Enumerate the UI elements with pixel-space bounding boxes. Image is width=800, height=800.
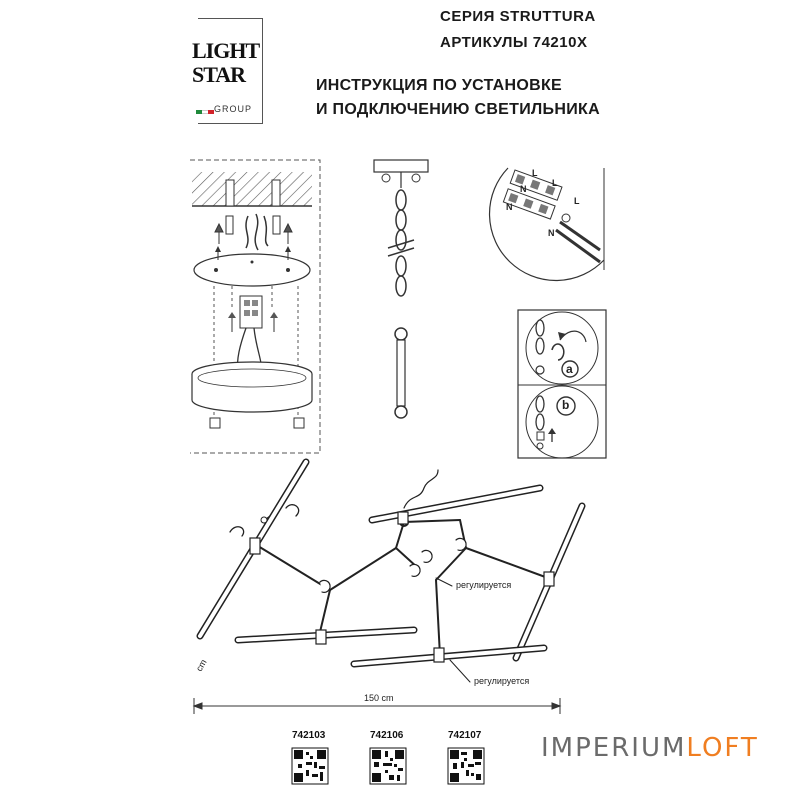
- canopy-plate: [193, 253, 311, 287]
- series-title: СЕРИЯ STRUTTURA: [440, 8, 596, 25]
- suspension-chain: [373, 159, 429, 419]
- instruction-title-line1: ИНСТРУКЦИЯ ПО УСТАНОВКЕ: [316, 77, 563, 94]
- terminal-block: [239, 295, 263, 329]
- italian-flag-icon: [196, 110, 214, 114]
- terminal-label-n2: N: [548, 228, 555, 238]
- terminal-label-n1: N: [506, 202, 513, 212]
- brand-logo: LIGHT STAR GROUP: [192, 18, 268, 126]
- dimension-line: [192, 698, 562, 714]
- screw-icon: [214, 215, 293, 244]
- article-code-1: 742103: [292, 730, 326, 741]
- terminal-label-n3: N: [520, 184, 527, 194]
- logo-text-light: LIGHT: [192, 38, 260, 63]
- chandelier-diagram: [196, 458, 586, 683]
- step-label-b: b: [562, 398, 570, 412]
- watermark-part2: LOFT: [686, 733, 759, 763]
- qr-code-icon: [291, 747, 485, 785]
- article-code-2: 742106: [370, 730, 404, 741]
- width-dimension-label: 150 cm: [364, 693, 394, 703]
- logo-text-star: STAR: [192, 62, 246, 87]
- terminal-label-l2: L: [574, 196, 580, 206]
- detail-panel: [517, 309, 607, 459]
- terminal-label-l1: L: [532, 168, 538, 178]
- terminal-label-l3: L: [552, 178, 558, 188]
- step-label-a: a: [566, 362, 573, 376]
- logo-frame: [198, 18, 263, 124]
- article-code-3: 742107: [448, 730, 482, 741]
- watermark-part1: IMPERIUM: [541, 733, 687, 763]
- logo-text-group: GROUP: [214, 104, 253, 114]
- adjustable-label-2: регулируется: [474, 676, 530, 686]
- mounting-panel: [190, 159, 321, 454]
- articles-title: АРТИКУЛЫ 74210Х: [440, 34, 588, 51]
- watermark: IMPERIUMLOFT: [541, 733, 759, 763]
- instruction-title-line2: И ПОДКЛЮЧЕНИЮ СВЕТИЛЬНИКА: [316, 101, 600, 118]
- ceiling-hatch: [192, 172, 312, 206]
- wiring-detail: [488, 167, 605, 282]
- adjustable-label-1: регулируется: [456, 580, 512, 590]
